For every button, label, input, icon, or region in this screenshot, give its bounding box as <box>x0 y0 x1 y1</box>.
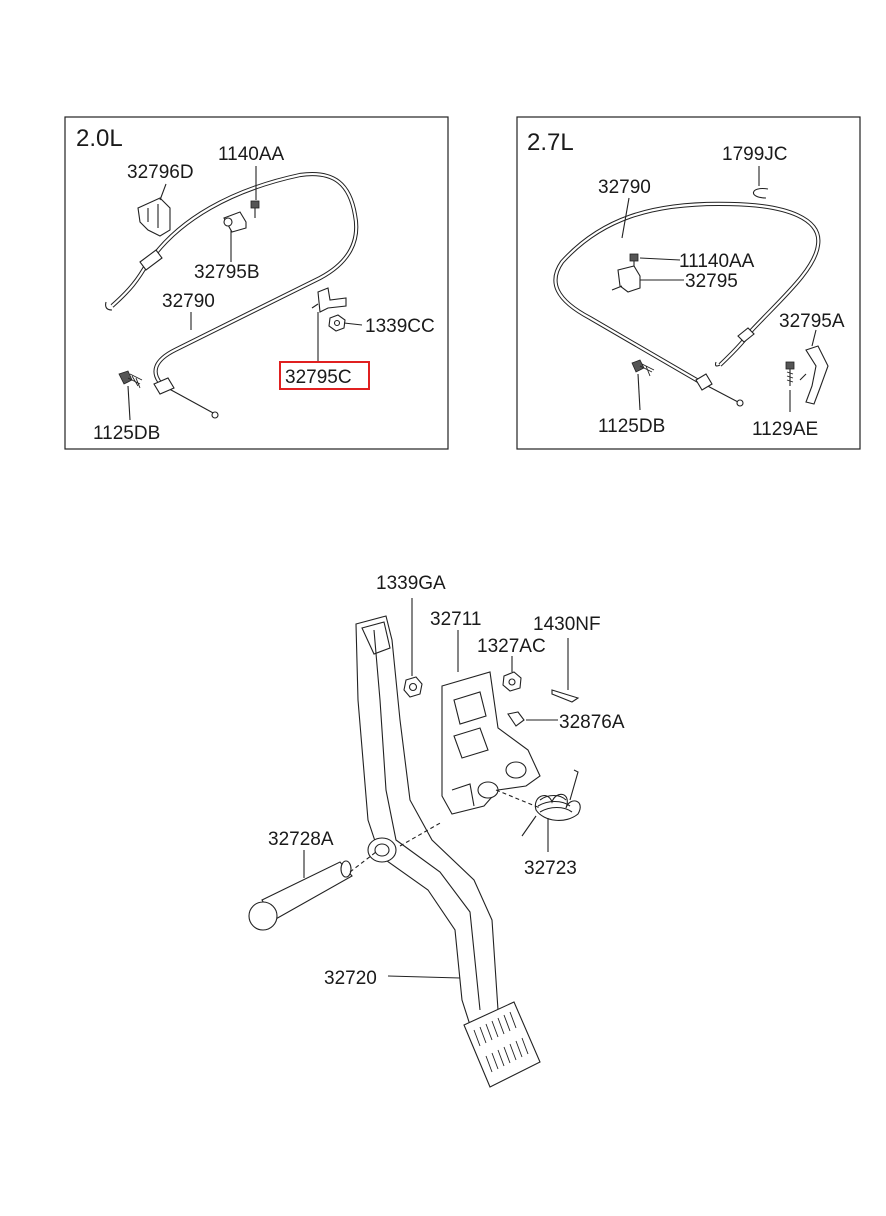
part-label-32723: 32723 <box>524 858 577 879</box>
nut-icon <box>328 314 346 332</box>
panel-2-7l-frame <box>516 116 861 450</box>
part-label-1327ac: 1327AC <box>477 636 546 657</box>
part-label-32790: 32790 <box>162 291 215 312</box>
pedal-assembly: 1339GA 32711 1430NF 1327AC 32876A 32728A… <box>248 573 625 1088</box>
part-label-1430nf: 1430NF <box>533 614 601 635</box>
bracket-icon <box>311 287 347 313</box>
highlight-box <box>279 361 370 390</box>
part-label-1339cc: 1339CC <box>365 316 435 337</box>
part-label-32876a: 32876A <box>559 712 625 733</box>
engine-label-2-0l: 2.0L <box>76 125 123 152</box>
nut-icon <box>403 676 423 698</box>
part-label-1125db-r: 1125DB <box>598 416 665 437</box>
part-label-32728a: 32728A <box>268 829 334 850</box>
part-label-32790-r: 32790 <box>598 177 651 198</box>
panel-2-0l-frame <box>64 116 449 450</box>
bolt-icon <box>785 361 795 386</box>
part-label-32795a: 32795A <box>779 311 845 332</box>
part-label-32796d: 32796D <box>127 162 194 183</box>
part-label-32795: 32795 <box>685 271 738 292</box>
pedal-arm <box>355 615 541 1088</box>
clip-icon <box>223 211 247 233</box>
part-label-1339ga: 1339GA <box>376 573 446 594</box>
bolt-icon <box>631 359 655 377</box>
bracket-icon <box>799 345 829 405</box>
clip-icon <box>551 689 580 703</box>
cable-icon <box>105 171 359 419</box>
part-label-11140aa: 11140AA <box>679 251 755 272</box>
panel-2-0l: 2.0L <box>64 116 449 450</box>
pin-icon <box>248 860 353 931</box>
part-label-32711: 32711 <box>430 609 481 630</box>
part-label-32720: 32720 <box>324 968 377 989</box>
nut-icon <box>502 671 522 692</box>
clip-icon <box>752 187 769 199</box>
bracket-icon <box>137 197 171 237</box>
part-label-1129ae: 1129AE <box>752 419 818 440</box>
panel-2-7l: 2.7L <box>516 116 861 450</box>
bracket-icon <box>611 265 641 293</box>
part-label-32795c[interactable]: 32795C <box>285 367 352 388</box>
engine-label-2-7l: 2.7L <box>527 129 574 156</box>
pedal-pad <box>463 1001 541 1088</box>
bracket-icon <box>441 671 541 815</box>
spring-icon <box>521 769 581 837</box>
bolt-icon <box>250 200 260 218</box>
part-label-1799jc: 1799JC <box>722 144 788 165</box>
bolt-icon <box>118 370 143 389</box>
part-label-1125db: 1125DB <box>93 423 160 444</box>
cable-icon <box>553 201 821 407</box>
part-label-32795b: 32795B <box>194 262 260 283</box>
bolt-icon <box>507 711 525 727</box>
part-label-1140aa: 1140AA <box>218 144 285 165</box>
